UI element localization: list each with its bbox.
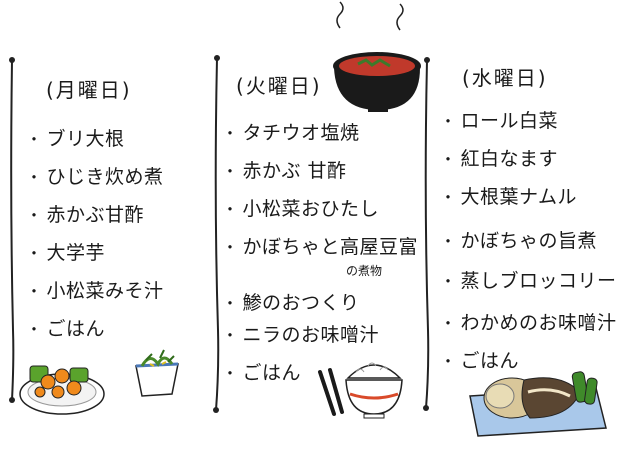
divider-left	[10, 59, 15, 401]
chopsticks-icon	[318, 368, 344, 416]
tuesday-heading: (火曜日)	[236, 74, 322, 98]
wednesday-heading: (水曜日)	[462, 66, 548, 90]
fish-plate-icon	[469, 371, 607, 437]
monday-item: 赤かぶ甘酢	[26, 200, 144, 227]
monday-item: ブリ大根	[26, 124, 125, 151]
divider-right	[424, 59, 430, 409]
monday-item: ごはん	[26, 314, 105, 341]
monday-item: 大学芋	[26, 238, 105, 265]
wednesday-item: 紅白なます	[440, 144, 558, 171]
monday-item: ひじき炊め煮	[26, 162, 164, 189]
wednesday-item: ごはん	[440, 346, 519, 373]
sweet-potato-plate-icon	[19, 365, 105, 415]
tuesday-item: 小松菜おひたし	[222, 194, 379, 221]
monday-heading: (月曜日)	[46, 78, 132, 102]
tuesday-item: かぼちゃと高屋豆富	[222, 232, 418, 259]
tuesday-item: 鯵のおつくり	[222, 288, 360, 315]
wednesday-item: ロール白菜	[440, 106, 558, 133]
tuesday-item: ごはん	[222, 358, 301, 385]
rice-bowl-icon	[345, 362, 403, 419]
wednesday-item: わかめのお味噌汁	[440, 308, 617, 335]
monday-item: 小松菜みそ汁	[26, 276, 164, 303]
wednesday-item: 蒸しブロッコリー	[440, 266, 617, 293]
tuesday-item: ニラのお味噌汁	[222, 320, 379, 347]
miso-soup-icon	[333, 1, 421, 112]
tuesday-item: タチウオ塩焼	[222, 118, 360, 145]
tuesday-item-note: の煮物	[346, 264, 383, 278]
wednesday-item: かぼちゃの旨煮	[440, 226, 597, 253]
wednesday-item: 大根葉ナムル	[440, 182, 577, 209]
tuesday-item: 赤かぶ 甘酢	[222, 156, 347, 183]
side-dish-cup-icon	[135, 349, 179, 397]
divider-middle	[214, 57, 220, 411]
